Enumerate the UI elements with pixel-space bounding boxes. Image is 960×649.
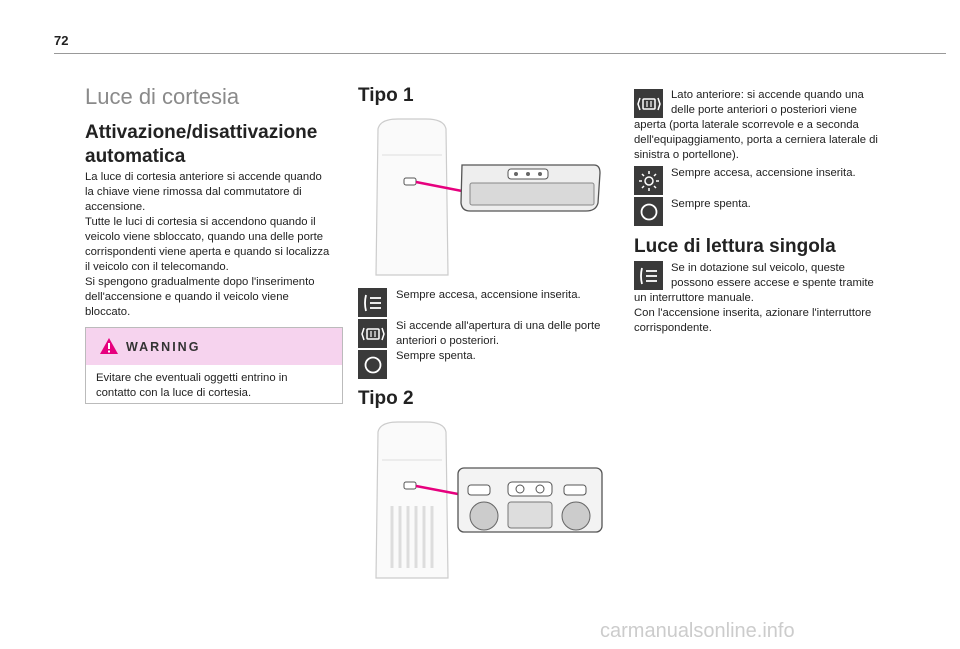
- item-text: Sempre spenta.: [671, 198, 751, 210]
- header-divider: [54, 53, 946, 54]
- warning-header: WARNING: [86, 328, 342, 365]
- subsection-title-line2: automatica: [85, 146, 186, 167]
- item-text-line: Sempre spenta.: [396, 350, 476, 362]
- item-text-line: corrispondente.: [634, 322, 712, 334]
- section-title: Luce di cortesia: [85, 84, 240, 109]
- paragraph-line: La luce di cortesia anteriore si accende…: [85, 171, 322, 183]
- item-text-continued: un interruttore manuale. Con l'accension…: [634, 291, 871, 336]
- paragraph-line: bloccato.: [85, 306, 131, 318]
- warning-text: Evitare che eventuali oggetti entrino in…: [86, 365, 342, 407]
- warning-box: WARNING Evitare che eventuali oggetti en…: [85, 327, 343, 404]
- warning-label: WARNING: [126, 340, 201, 354]
- tipo2-illustration: [375, 421, 603, 579]
- item-text-line: aperta (porta laterale scorrevole e a se…: [634, 119, 859, 131]
- tipo1-illustration: [375, 118, 601, 276]
- paragraph-line: Tutte le luci di cortesia si accendono q…: [85, 216, 316, 228]
- item-text-line: Con l'accensione inserita, azionare l'in…: [634, 307, 872, 319]
- item-text-line: Si accende all'apertura di una delle por…: [396, 320, 601, 332]
- warning-text-line: contatto con la luce di cortesia.: [96, 387, 252, 399]
- tipo1-title: Tipo 1: [358, 85, 414, 106]
- paragraph-line: dell'accensione e quando il veicolo vien…: [85, 291, 289, 303]
- dome-light-lines-icon: [634, 261, 663, 290]
- paragraph-line: veicolo viene sbloccato, quando una dell…: [85, 231, 324, 243]
- watermark: carmanualsonline.info: [600, 620, 795, 642]
- intro-paragraph: La luce di cortesia anteriore si accende…: [85, 170, 350, 320]
- item-text-line: sinistra o portellone).: [634, 149, 739, 161]
- item-text: Se in dotazione sul veicolo, queste poss…: [671, 261, 874, 291]
- section-title-reading-light: Luce di lettura singola: [634, 236, 836, 257]
- item-text-line: Se in dotazione sul veicolo, queste: [671, 262, 845, 274]
- item-text-line: un interruttore manuale.: [634, 292, 754, 304]
- warning-text-line: Evitare che eventuali oggetti entrino in: [96, 372, 288, 384]
- paragraph-line: la chiave viene rimossa dal commutatore …: [85, 186, 302, 198]
- item-text: Lato anteriore: si accende quando una de…: [671, 88, 864, 118]
- dome-light-lines-icon: [358, 288, 387, 317]
- item-text-line: delle porte anteriori o posteriori viene: [671, 104, 857, 116]
- item-text-line: anteriori o posteriori.: [396, 335, 499, 347]
- item-text: Sempre accesa, accensione inserita.: [396, 289, 581, 301]
- circle-off-icon: [634, 197, 663, 226]
- paragraph-line: il veicolo con il telecomando.: [85, 261, 229, 273]
- sun-light-icon: [634, 166, 663, 195]
- item-text-line: Lato anteriore: si accende quando una: [671, 89, 864, 101]
- door-light-icon: [358, 319, 387, 348]
- page-number: 72: [54, 33, 69, 48]
- warning-triangle-icon: [100, 338, 118, 354]
- circle-off-icon: [358, 350, 387, 379]
- item-text: Si accende all'apertura di una delle por…: [396, 319, 600, 364]
- subsection-title-line1: Attivazione/disattivazione: [85, 122, 318, 143]
- paragraph-line: accensione.: [85, 201, 146, 213]
- paragraph-line: Si spengono gradualmente dopo l'inserime…: [85, 276, 315, 288]
- tipo2-title: Tipo 2: [358, 388, 414, 409]
- item-text: Sempre accesa, accensione inserita.: [671, 167, 856, 179]
- door-light-icon: [634, 89, 663, 118]
- item-text-line: possono essere accese e spente tramite: [671, 277, 874, 289]
- item-text-continued: aperta (porta laterale scorrevole e a se…: [634, 118, 878, 163]
- item-text-line: dell'equipaggiamento, porta a cerniera l…: [634, 134, 878, 146]
- paragraph-line: corrispondenti viene aperta e quando si …: [85, 246, 330, 258]
